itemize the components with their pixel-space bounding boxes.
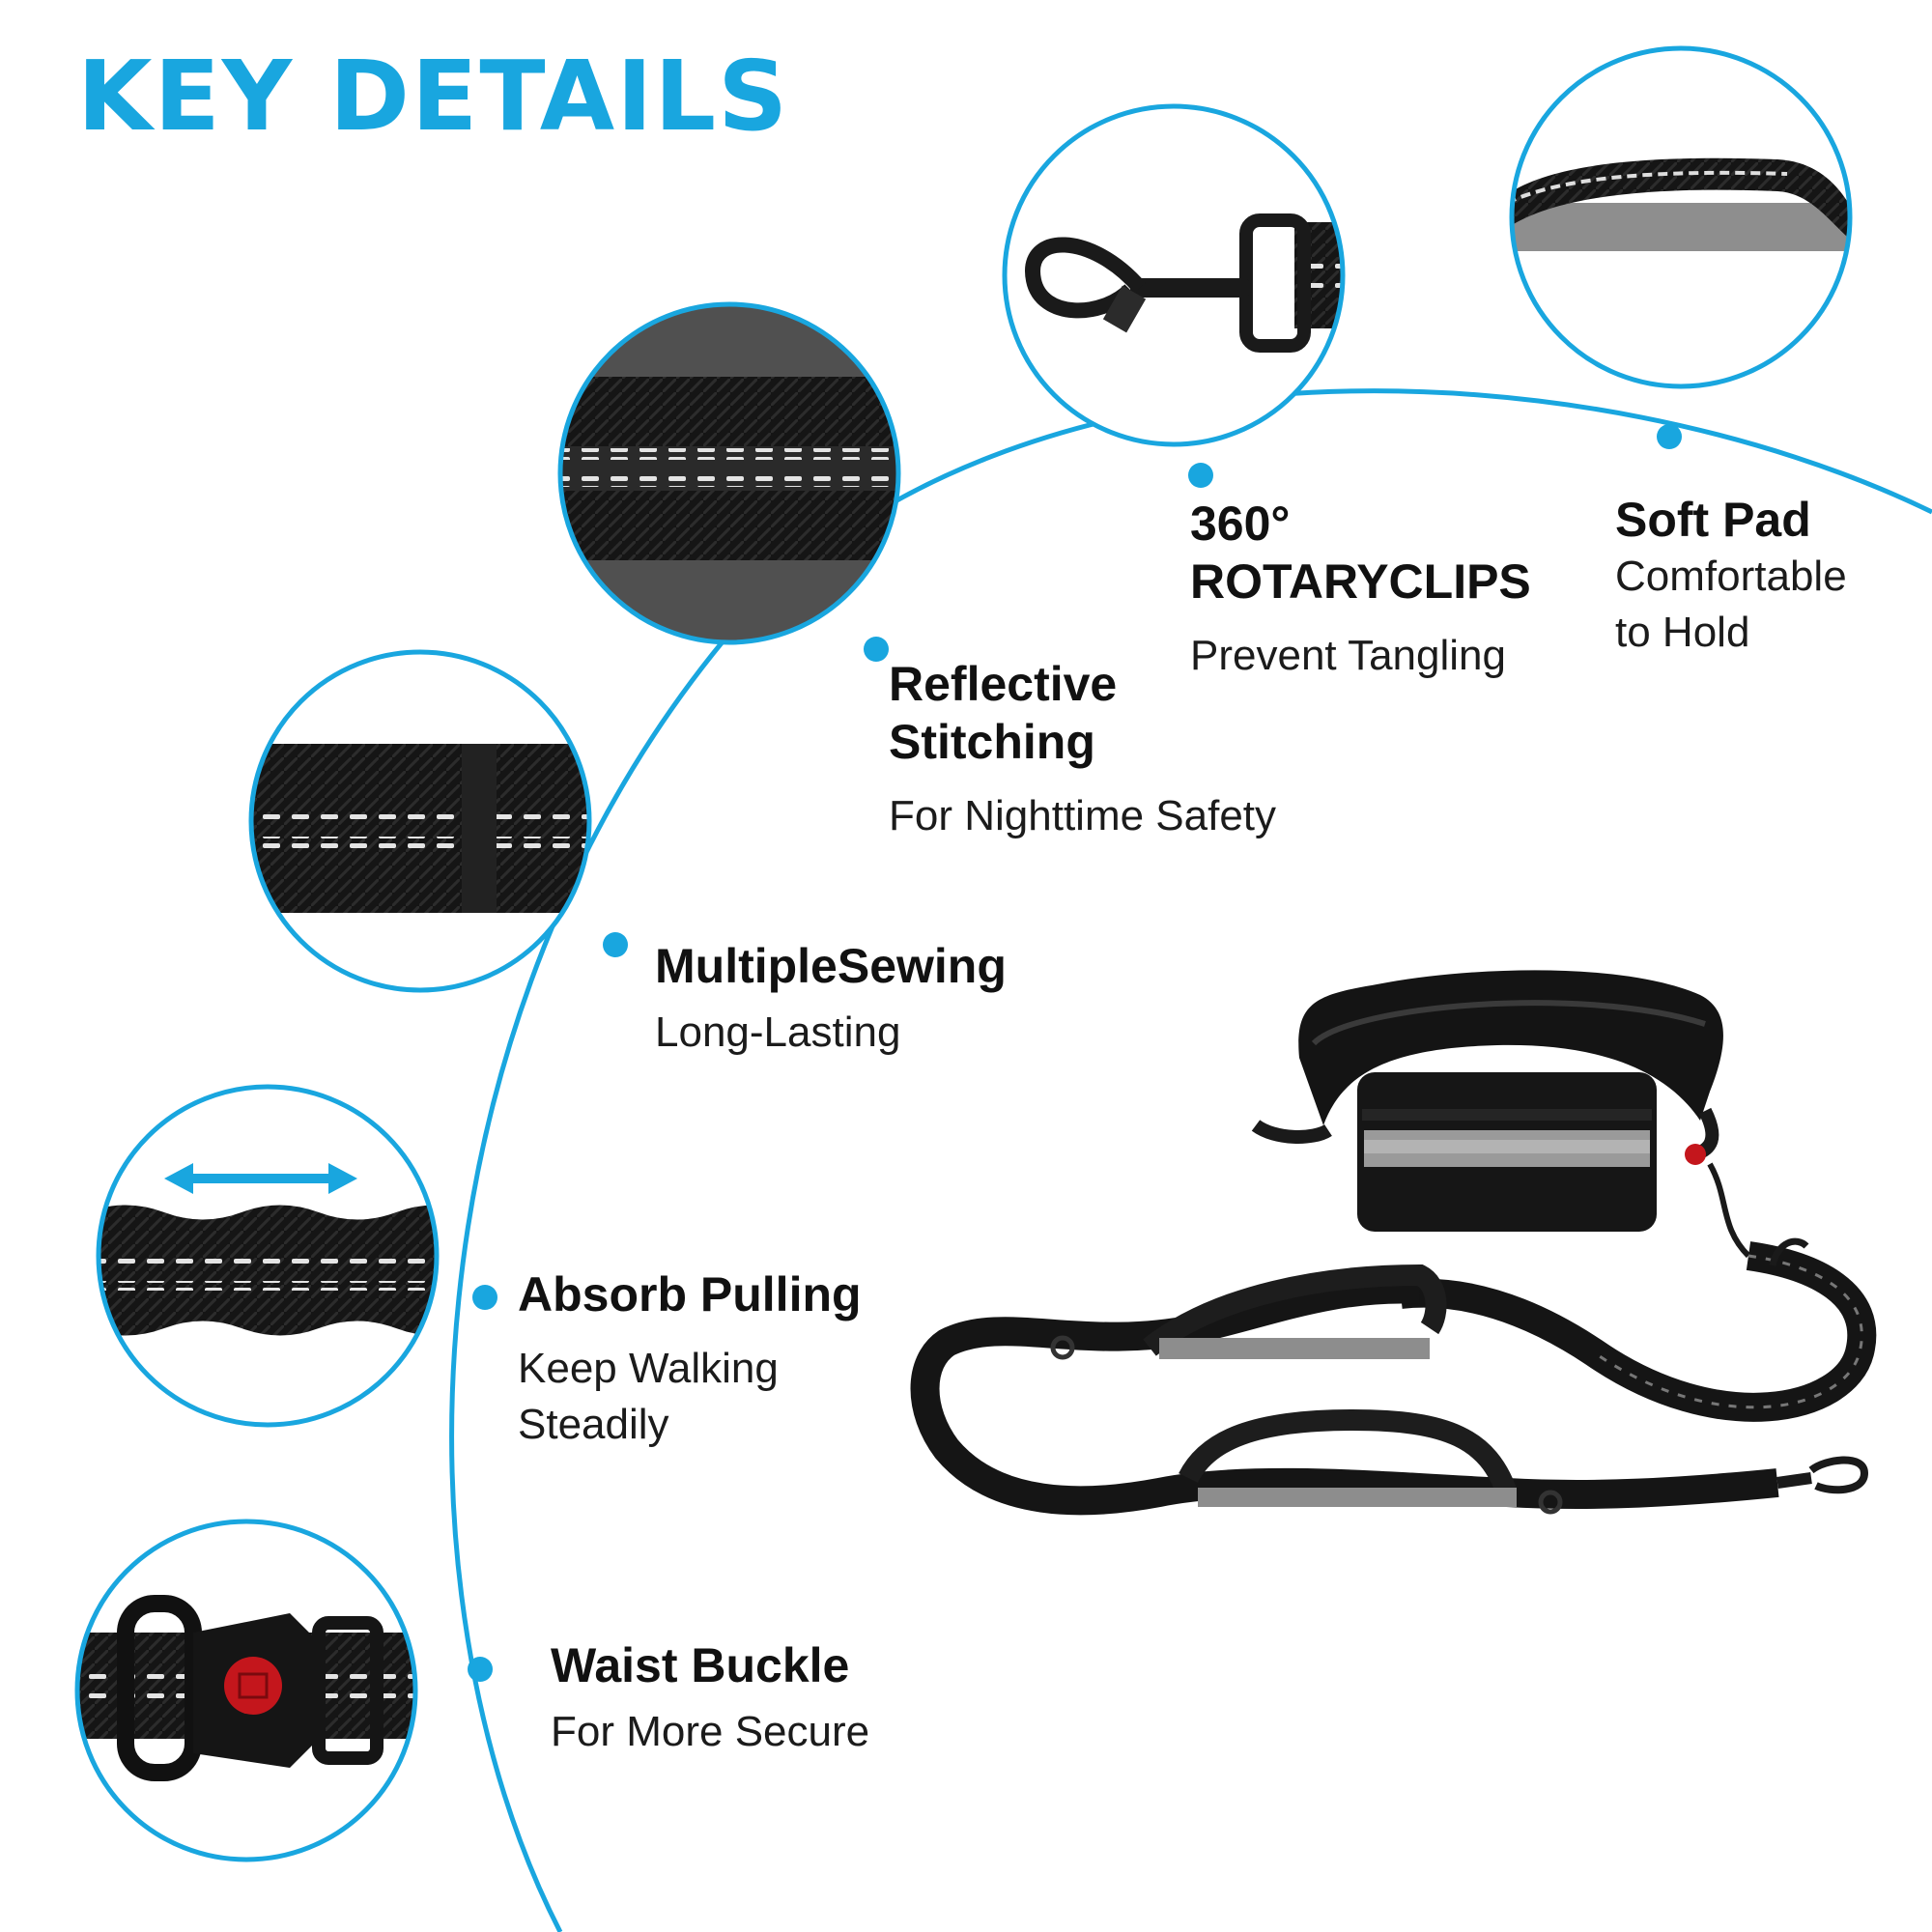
- feature-soft-pad: Soft Pad Comfortable to Hold: [1615, 491, 1847, 661]
- marker-dot: [864, 637, 889, 662]
- feature-subtitle: Comfortable to Hold: [1615, 553, 1847, 656]
- feature-rotary-clips: 360° ROTARYCLIPS Prevent Tangling: [1190, 495, 1531, 684]
- marker-dot: [603, 932, 628, 957]
- stitched-strap-detail-icon: [251, 652, 589, 990]
- reflective-webbing-detail-icon: [560, 304, 898, 642]
- feature-subtitle: Prevent Tangling: [1190, 632, 1506, 679]
- marker-dot: [1657, 424, 1682, 449]
- feature-title: Waist Buckle: [551, 1638, 850, 1692]
- page-title: KEY DETAILS: [77, 40, 790, 153]
- marker-dot: [468, 1657, 493, 1682]
- padded-handle-detail-icon: [1512, 48, 1850, 386]
- leash-product-image: [910, 970, 1877, 1516]
- feature-title: Soft Pad: [1615, 493, 1811, 547]
- feature-absorb-pulling: Absorb Pulling Keep Walking Steadily: [518, 1265, 862, 1453]
- feature-title: Reflective Stitching: [889, 657, 1118, 769]
- feature-title: 360° ROTARYCLIPS: [1190, 497, 1531, 609]
- feature-waist-buckle: Waist Buckle For More Secure: [551, 1636, 869, 1760]
- marker-dot: [1188, 463, 1213, 488]
- feature-subtitle: Long-Lasting: [655, 1009, 901, 1056]
- buckle-detail-icon: [77, 1521, 415, 1860]
- feature-subtitle: For More Secure: [551, 1708, 870, 1755]
- feature-title: Absorb Pulling: [518, 1267, 862, 1321]
- swivel-clip-detail-icon: [1005, 106, 1343, 444]
- feature-subtitle: For Nighttime Safety: [889, 792, 1277, 839]
- feature-subtitle: Keep Walking Steadily: [518, 1345, 779, 1448]
- feature-title: MultipleSewing: [655, 939, 1007, 993]
- feature-reflective-stitching: Reflective Stitching For Nighttime Safet…: [889, 655, 1276, 844]
- marker-dot: [472, 1285, 497, 1310]
- feature-multiple-sewing: MultipleSewing Long-Lasting: [655, 937, 1007, 1061]
- bungee-stretch-detail-icon: [99, 1087, 437, 1425]
